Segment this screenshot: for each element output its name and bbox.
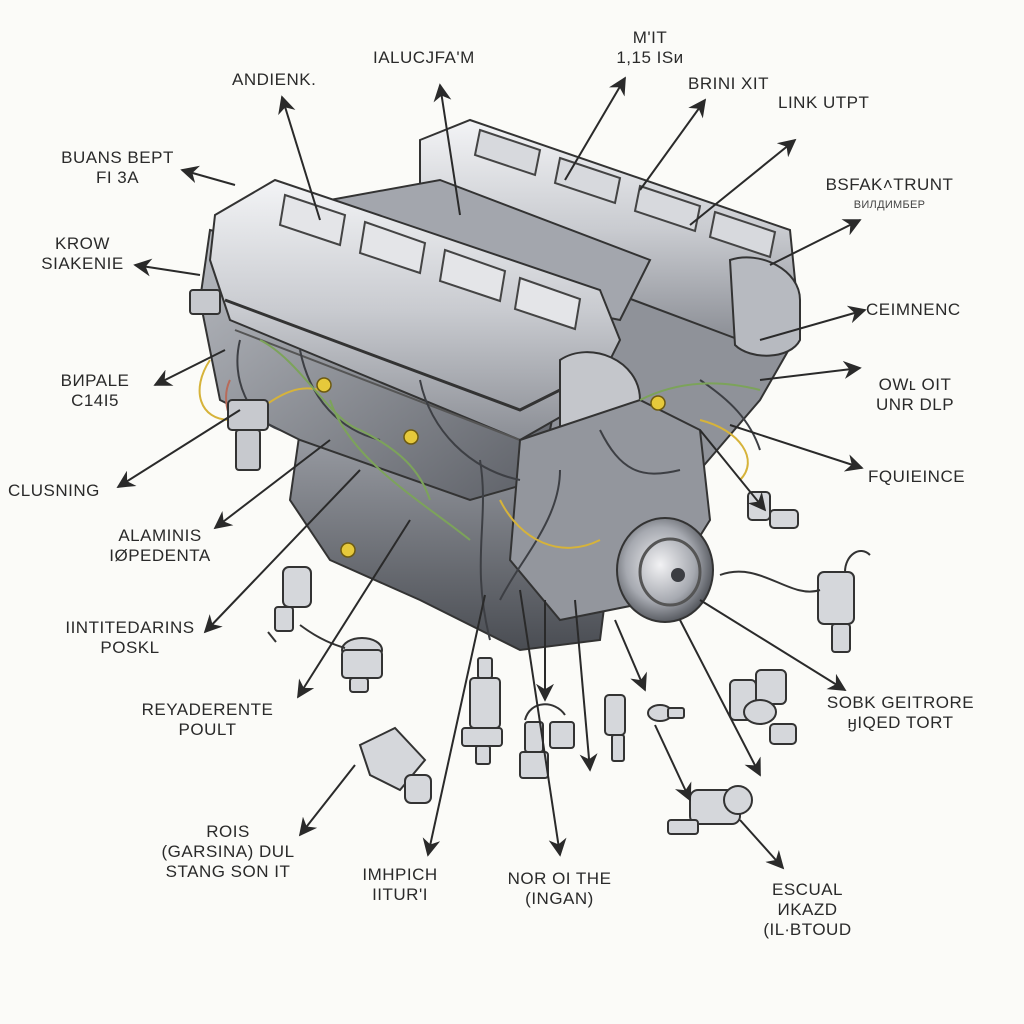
label-owl: OWʟ OIT UNR DLP — [875, 375, 955, 414]
label-linkutpt: LINK UTPT — [778, 93, 870, 112]
spark-plug — [461, 657, 503, 765]
left-sensors — [189, 289, 269, 471]
sensor-part-2 — [341, 637, 383, 693]
label-ceimnenc: CEIMNENC — [866, 300, 961, 319]
label-bsfak: BSFAK˄TRUNT ВИЛДИМБЕР — [812, 175, 967, 215]
far-end-cap — [728, 256, 801, 357]
injector — [604, 694, 626, 762]
label-ialucjfam: IALUCJFA'M — [373, 48, 475, 67]
label-bsfak-sub: ВИЛДИМБЕР — [853, 199, 926, 211]
egr-valve — [719, 550, 871, 653]
label-norothe: NOR OI THE (INGAN) — [507, 869, 612, 908]
coil-pack — [519, 703, 575, 779]
label-escual: ESCUAL ИKAZD (IL∙BTOUD — [763, 880, 852, 939]
label-andienk: ANDIENK. — [232, 70, 317, 89]
label-reyaderente: REYADERENTE POULT — [141, 700, 274, 739]
label-fquieince: FQUIEINCE — [868, 467, 966, 486]
label-sobk: SOBK GEITRORE ӈIQED TORT — [826, 693, 975, 732]
label-mit: M'IT 1,15 ISи — [616, 28, 684, 67]
thermostat-housing — [358, 726, 432, 804]
label-bhpale: BИPALE C14I5 — [60, 371, 130, 410]
bolt — [647, 704, 685, 722]
label-rois: ROIS (GARSINA) DUL STANG SON IT — [161, 822, 295, 881]
label-intitedarins: IINTITEDARINS POSKL — [65, 618, 195, 657]
label-buansbept: BUANS BEPT FI 3A — [61, 148, 174, 187]
label-clusning: CLUSNING — [8, 481, 100, 500]
leader-arrows — [116, 76, 867, 870]
engine-block — [189, 118, 802, 652]
label-brinixit: BRINI XIT — [688, 74, 770, 93]
label-alaminis: ALAMINIS IØPEDENTA — [109, 526, 211, 565]
label-imhpich: IMHPICH IITUR'I — [362, 865, 438, 904]
loose-parts — [267, 491, 871, 835]
sensor-part-1 — [267, 566, 312, 643]
pump-part — [667, 785, 753, 835]
valve-assembly — [729, 669, 797, 745]
label-krow: KROW SIAKENIE — [41, 234, 124, 273]
crank-pulley — [616, 517, 714, 623]
